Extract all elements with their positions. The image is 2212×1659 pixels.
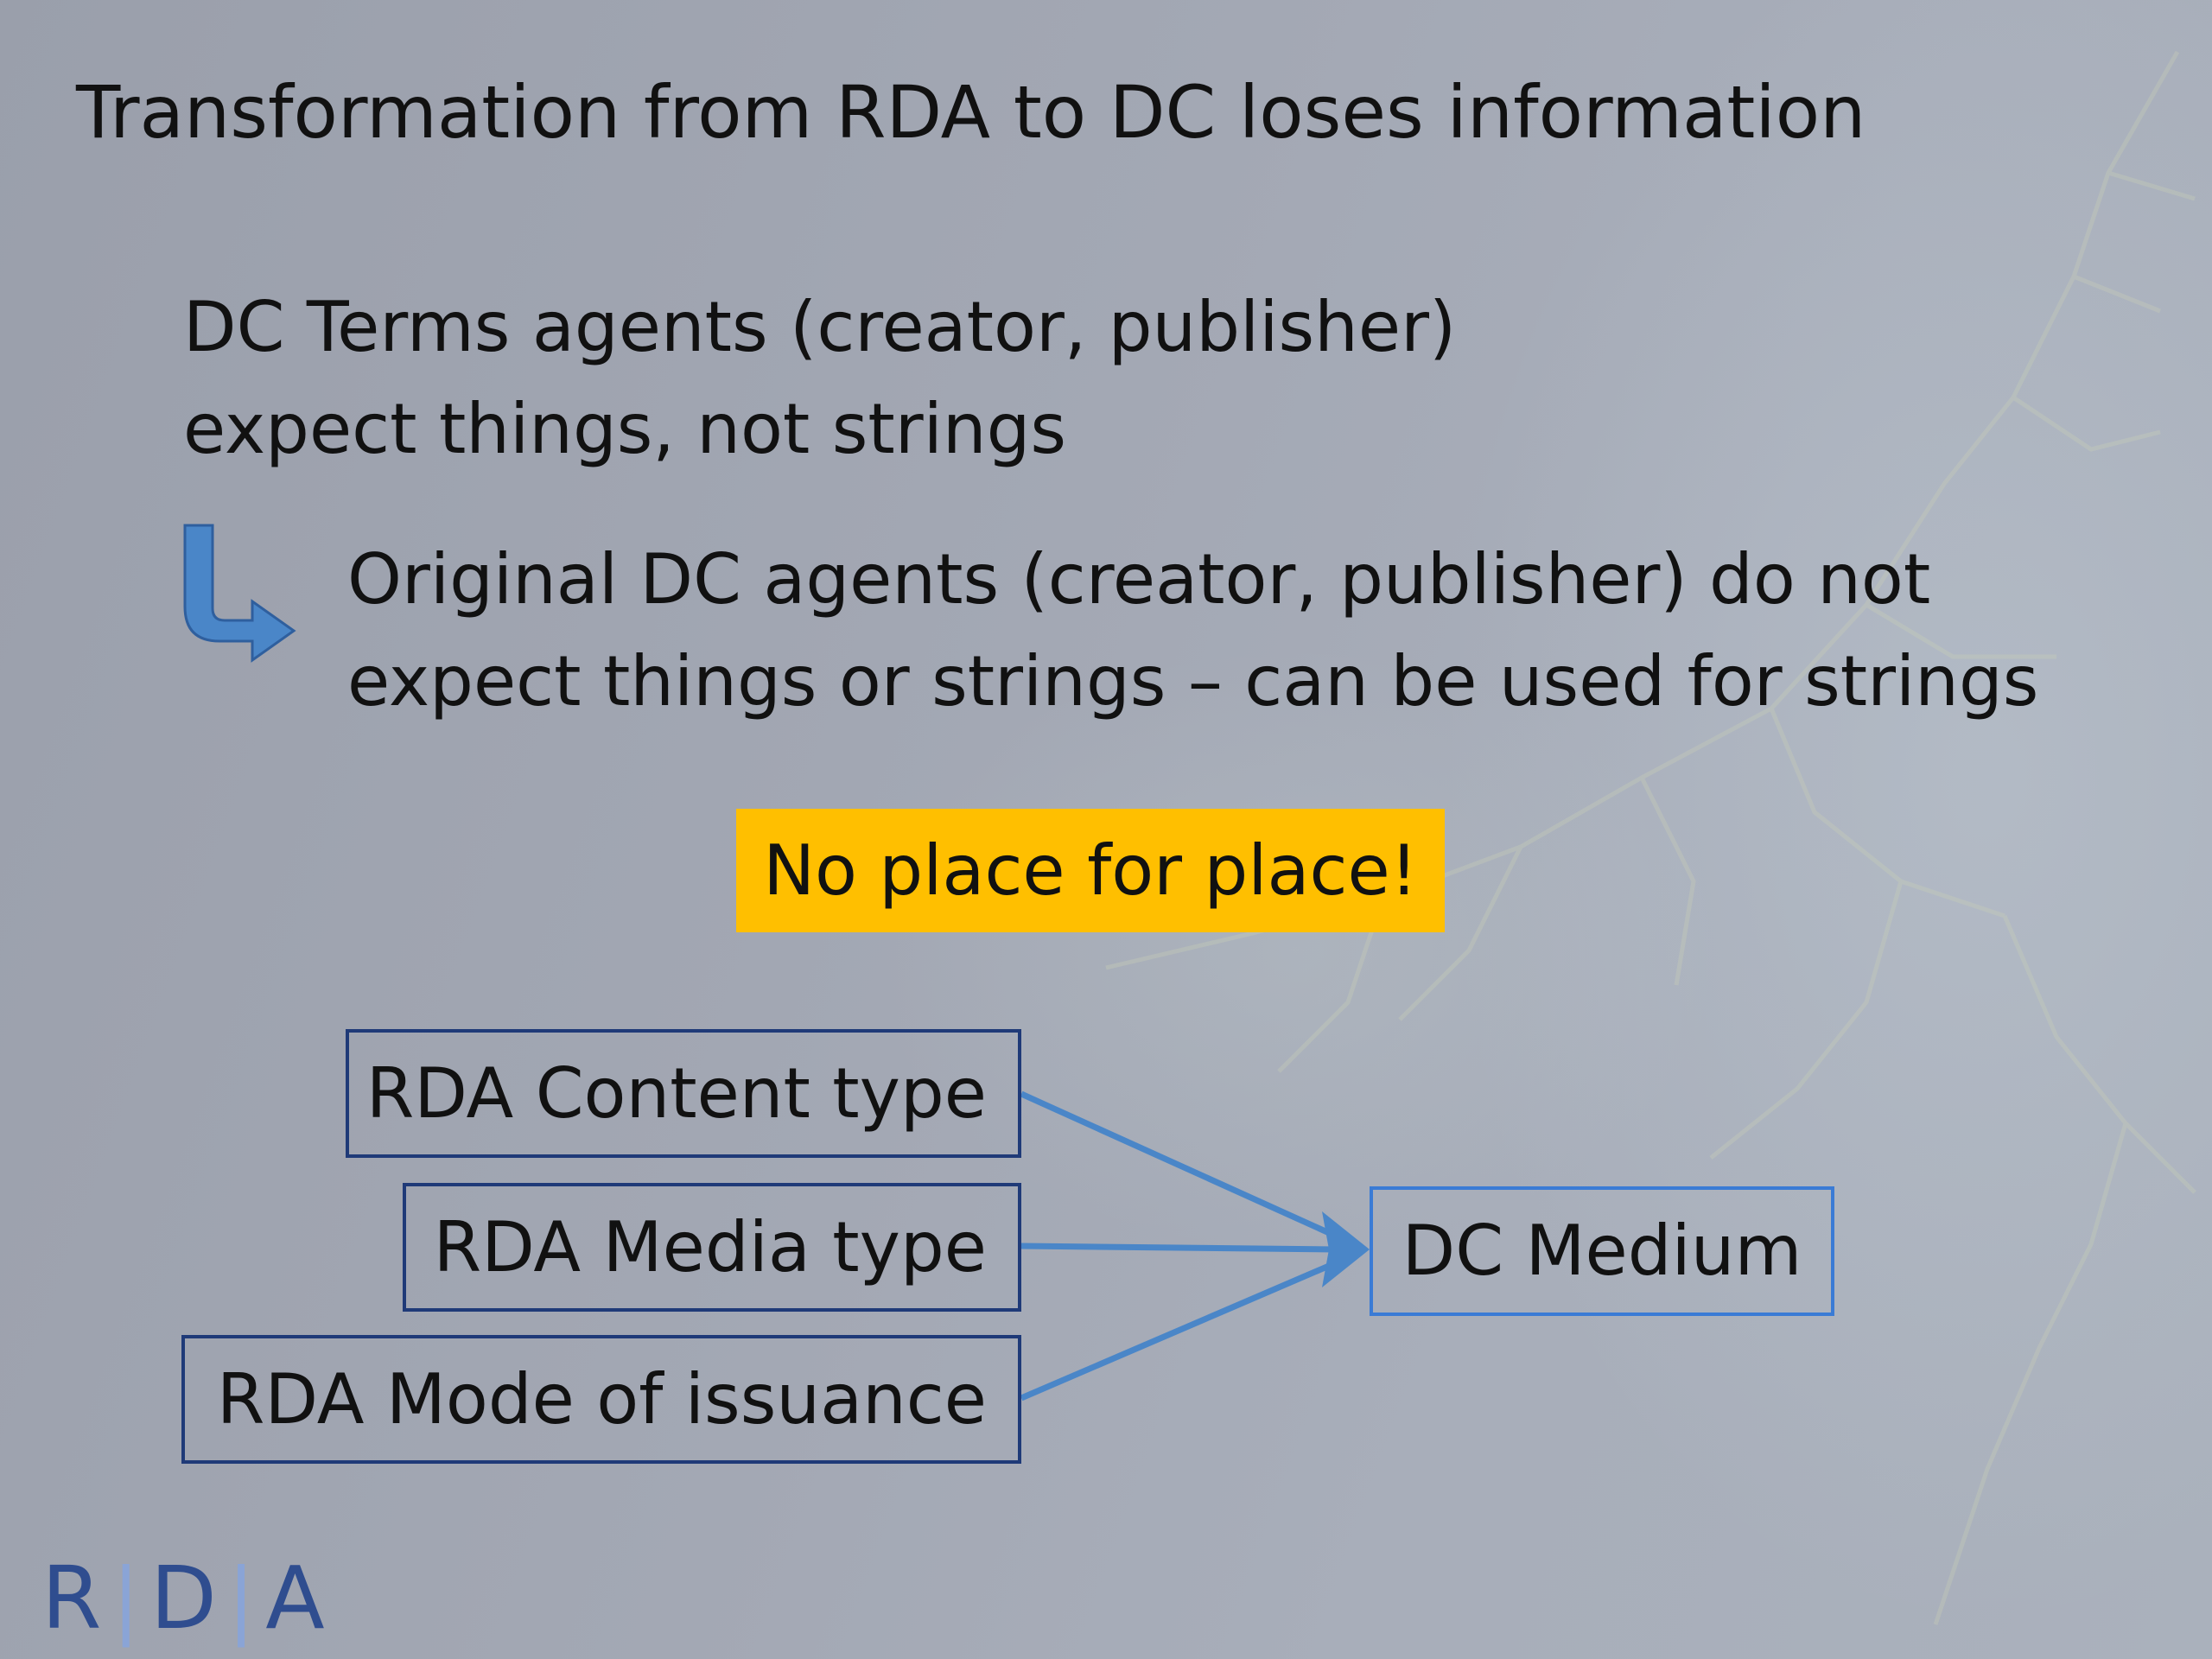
dc-terms-paragraph: DC Terms agents (creator, publisher) exp… xyxy=(183,276,1456,480)
slide-title: Transformation from RDA to DC loses info… xyxy=(76,70,1866,155)
connector-mode-of-issuance xyxy=(1020,1260,1337,1402)
logo-letter-r: R xyxy=(41,1548,102,1649)
logo-letter-a: A xyxy=(265,1548,325,1649)
connector-arrowhead xyxy=(1322,1211,1370,1287)
dc-terms-line-1: DC Terms agents (creator, publisher) xyxy=(183,287,1457,367)
dc-medium-box: DC Medium xyxy=(1370,1186,1834,1316)
logo-separator: | xyxy=(111,1551,140,1648)
logo-separator: | xyxy=(226,1551,256,1648)
no-place-callout: No place for place! xyxy=(736,809,1445,932)
rda-media-type-box: RDA Media type xyxy=(403,1183,1021,1312)
rda-mode-of-issuance-box: RDA Mode of issuance xyxy=(181,1335,1021,1464)
rda-content-type-box: RDA Content type xyxy=(346,1029,1021,1158)
original-dc-line-2: expect things or strings – can be used f… xyxy=(347,641,2039,721)
connector-media-type xyxy=(1020,1243,1336,1253)
original-dc-line-1: Original DC agents (creator, publisher) … xyxy=(347,539,1931,620)
dc-terms-line-2: expect things, not strings xyxy=(183,389,1067,469)
return-arrow-icon xyxy=(183,524,296,663)
original-dc-paragraph: Original DC agents (creator, publisher) … xyxy=(347,529,2038,733)
logo-letter-d: D xyxy=(149,1548,217,1649)
rda-logo: R|D|A xyxy=(41,1555,325,1643)
connector-content-type xyxy=(1020,1090,1337,1239)
